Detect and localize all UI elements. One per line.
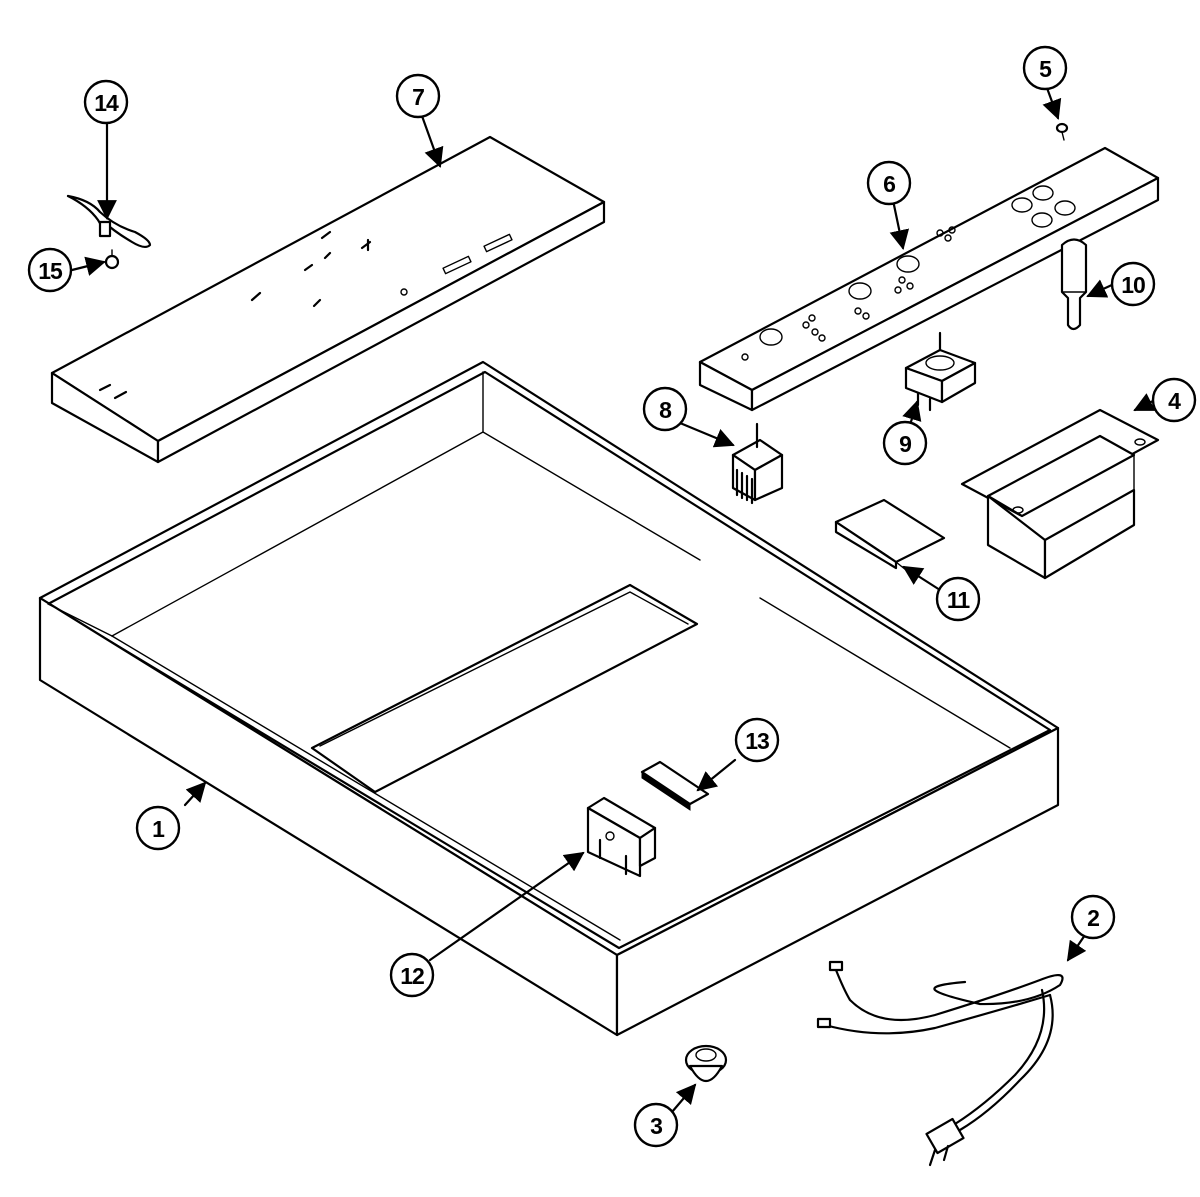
callout-number: 1 (152, 816, 165, 842)
callout-circle (642, 386, 688, 432)
callout-circle (1110, 261, 1156, 307)
callout-14: 14 (83, 79, 129, 125)
callout-number: 9 (899, 431, 911, 457)
callout-4: 4 (1151, 377, 1197, 423)
callout-7: 7 (395, 73, 441, 119)
callout-2: 2 (1070, 894, 1116, 940)
part-9-switch (904, 331, 977, 412)
part-14-wire-clip (66, 194, 152, 249)
callout-number: 7 (412, 84, 424, 110)
callout-8: 8 (642, 386, 688, 432)
callout-number: 4 (1168, 388, 1181, 414)
callout-12: 12 (389, 952, 435, 998)
callout-number: 13 (745, 728, 769, 754)
callout-circle (935, 576, 981, 622)
callout-number: 5 (1039, 56, 1052, 82)
callout-number: 10 (1121, 272, 1145, 298)
callout-circle (734, 717, 780, 763)
part-2-power-cord (816, 960, 1064, 1167)
part-5-screw (1055, 122, 1069, 141)
callout-circle (1151, 377, 1197, 423)
callout-circle (83, 79, 129, 125)
part-11-plate (834, 498, 946, 571)
callout-3: 3 (633, 1102, 679, 1148)
callout-circle (1022, 45, 1068, 91)
part-4-bracket-box (960, 408, 1160, 580)
part-6-control-strip (698, 146, 1160, 412)
callout-number: 6 (883, 171, 895, 197)
part-3-foot (684, 1044, 728, 1083)
callout-circle (866, 160, 912, 206)
callout-number: 15 (38, 258, 63, 284)
callout-15: 15 (27, 247, 73, 293)
part-15-screw (104, 249, 120, 270)
callout-9: 9 (882, 420, 928, 466)
callout-circle (395, 73, 441, 119)
callout-circle (882, 420, 928, 466)
callout-number: 11 (947, 587, 971, 613)
callout-5: 5 (1022, 45, 1068, 91)
callout-circle (633, 1102, 679, 1148)
callout-13: 13 (734, 717, 780, 763)
part-12-clip (586, 796, 657, 878)
callout-number: 3 (650, 1113, 662, 1139)
part-8-relay (731, 422, 784, 505)
part-1-cooktop-pan (38, 360, 1060, 1037)
part-7-panel-cover (50, 135, 606, 464)
part-10-knob (1060, 238, 1088, 331)
callout-1: 1 (135, 805, 181, 851)
callout-10: 10 (1110, 261, 1156, 307)
callout-number: 12 (400, 963, 424, 989)
callout-number: 2 (1087, 905, 1099, 931)
callout-circle (1070, 894, 1116, 940)
callout-number: 14 (94, 90, 119, 116)
callout-11: 11 (935, 576, 981, 622)
callout-circle (27, 247, 73, 293)
callout-6: 6 (866, 160, 912, 206)
callout-number: 8 (659, 397, 672, 423)
part-13-pad (640, 760, 710, 811)
leader-lines (70, 86, 1157, 1114)
callout-circle (135, 805, 181, 851)
callout-circle (389, 952, 435, 998)
